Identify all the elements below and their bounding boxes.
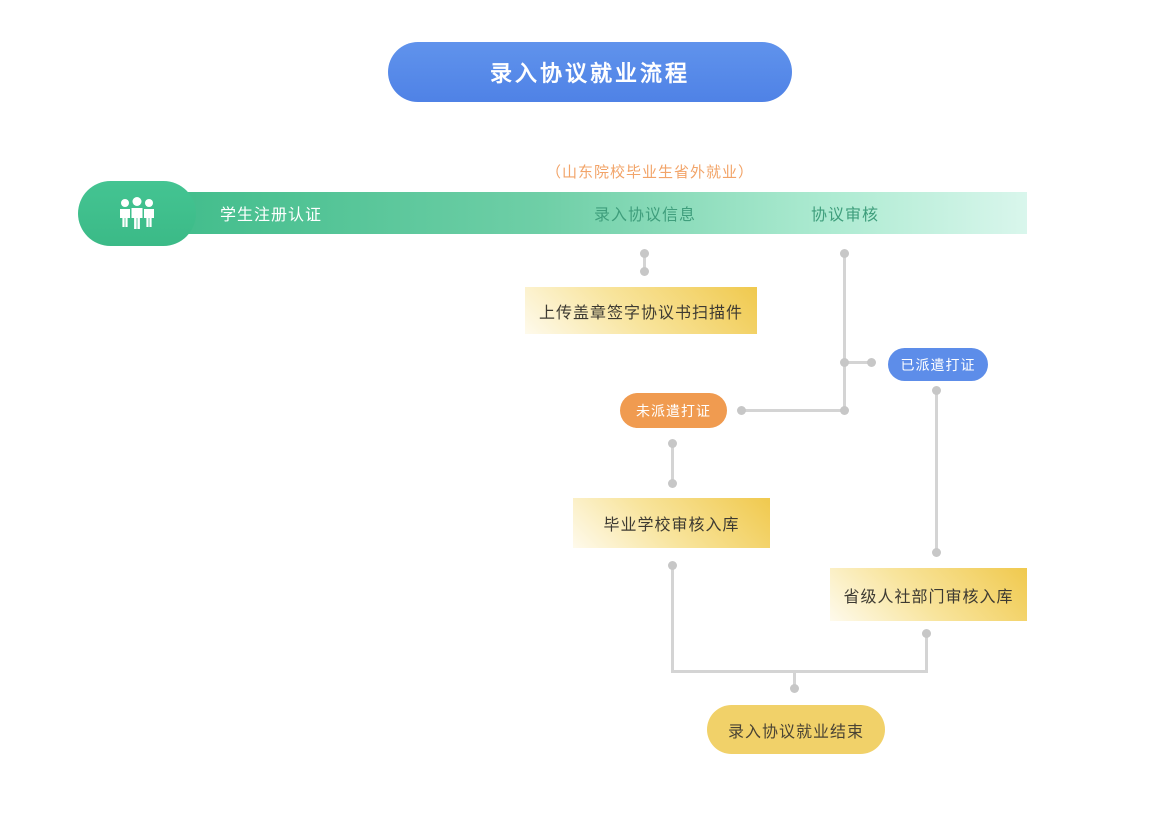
node-province-review: 省级人社部门审核入库: [830, 568, 1027, 621]
connector-dot: [867, 358, 876, 367]
group-people-icon: [120, 196, 154, 229]
connector-dot: [737, 406, 746, 415]
stage-bar-head: [78, 181, 196, 246]
connector-dot: [640, 267, 649, 276]
node-dispatched-certificate: 已派遣打证: [888, 348, 988, 381]
connector-line: [845, 361, 871, 364]
connector-dot: [840, 249, 849, 258]
connector-dot: [668, 561, 677, 570]
node-process-end: 录入协议就业结束: [707, 705, 885, 754]
connector-dot: [790, 684, 799, 693]
connector-dot: [668, 479, 677, 488]
connector-line: [843, 253, 846, 411]
connector-line: [643, 253, 646, 271]
stage-label-student-register: 学生注册认证: [220, 207, 323, 224]
stage-progress-bar: [150, 192, 1027, 234]
connector-dot: [932, 548, 941, 557]
connector-line: [671, 565, 674, 672]
stage-label-enter-agreement: 录入协议信息: [593, 207, 696, 224]
connector-dot: [840, 358, 849, 367]
stage-label-agreement-review: 协议审核: [810, 207, 879, 224]
connector-dot: [840, 406, 849, 415]
connector-line: [793, 670, 796, 688]
connector-line: [935, 390, 938, 553]
subtitle-note: （山东院校毕业生省外就业）: [545, 164, 754, 181]
node-not-dispatched-certificate: 未派遣打证: [620, 393, 727, 428]
connector-line: [671, 670, 928, 673]
connector-dot: [932, 386, 941, 395]
node-school-review: 毕业学校审核入库: [573, 498, 770, 548]
connector-line: [925, 633, 928, 672]
connector-line: [671, 443, 674, 483]
connector-line: [741, 409, 845, 412]
connector-dot: [922, 629, 931, 638]
page-title: 录入协议就业流程: [388, 42, 792, 102]
connector-dot: [668, 439, 677, 448]
node-upload-scanned-agreement: 上传盖章签字协议书扫描件: [525, 287, 757, 334]
connector-dot: [640, 249, 649, 258]
